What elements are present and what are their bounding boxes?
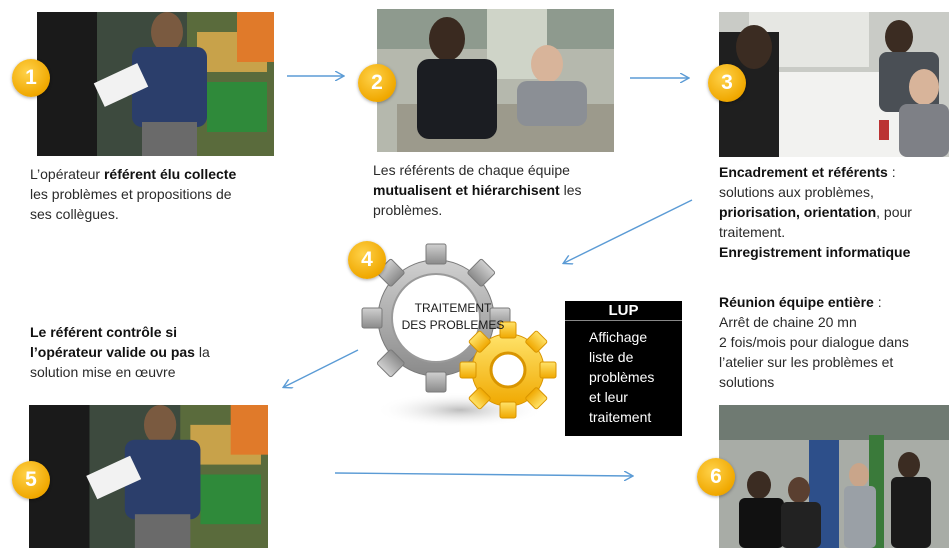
text-line: Les référents de chaque équipe bbox=[373, 160, 613, 180]
bold-text-run: mutualisent et hiérarchisent bbox=[373, 182, 560, 198]
lup-line: Affichage bbox=[589, 329, 648, 345]
step-5-badge: 5 bbox=[12, 461, 50, 499]
bold-text-run: priorisation, orientation bbox=[719, 204, 877, 220]
text-run: ses collègues. bbox=[30, 206, 119, 222]
text-line: les problèmes et propositions de bbox=[30, 184, 270, 204]
text-run: : bbox=[887, 164, 896, 180]
photo-step-6 bbox=[719, 405, 949, 548]
lup-title: LUP bbox=[565, 301, 682, 321]
text-run: DES PROBLEMES bbox=[401, 318, 505, 332]
gears-graphic bbox=[361, 243, 557, 428]
text-run: solutions aux problèmes, bbox=[719, 184, 874, 200]
text-line: solution mise en œuvre bbox=[30, 362, 280, 382]
text-run: : bbox=[873, 294, 882, 310]
bold-text-run: référent élu collecte bbox=[103, 166, 237, 182]
text-line: mutualisent et hiérarchisent les bbox=[373, 180, 613, 200]
step-3-text: Encadrement et référents : solutions aux … bbox=[719, 162, 947, 262]
lup-line: traitement bbox=[589, 409, 652, 425]
text-line: Enregistrement informatique bbox=[719, 242, 947, 262]
text-run: traitement. bbox=[719, 224, 786, 240]
gray-gear-icon bbox=[361, 243, 511, 393]
photo-step-5 bbox=[29, 405, 268, 548]
text-line: 2 fois/mois pour dialogue dans bbox=[719, 332, 947, 352]
text-line: traitement. bbox=[719, 222, 947, 242]
photo-step-2 bbox=[377, 9, 614, 152]
text-line: Encadrement et référents : bbox=[719, 162, 947, 182]
bold-text-run: l’opérateur valide ou pas bbox=[30, 344, 195, 360]
gear-label: TRAITEMENT DES PROBLEMES bbox=[386, 300, 520, 334]
arrow-5-to-6 bbox=[334, 473, 632, 476]
step-2-badge: 2 bbox=[358, 64, 396, 102]
text-line: DES PROBLEMES bbox=[386, 317, 520, 334]
text-run: la bbox=[194, 344, 210, 360]
text-line: Le référent contrôle si bbox=[30, 322, 280, 342]
photo-step-1 bbox=[37, 12, 274, 156]
text-line: l’atelier sur les problèmes et bbox=[719, 352, 947, 372]
bold-text-run: Réunion équipe entière bbox=[719, 294, 874, 310]
text-run: solutions bbox=[719, 374, 775, 390]
text-line: Réunion équipe entière : bbox=[719, 292, 947, 312]
text-line: L’opérateur référent élu collecte bbox=[30, 164, 270, 184]
lup-line: et leur bbox=[589, 389, 628, 405]
text-line: l’opérateur valide ou pas la bbox=[30, 342, 280, 362]
step-1-badge: 1 bbox=[12, 59, 50, 97]
text-run: Arrêt de chaine 20 mn bbox=[719, 314, 857, 330]
text-run: solution mise en œuvre bbox=[30, 364, 176, 380]
step-5-text: Le référent contrôle si l’opérateur valid… bbox=[30, 322, 280, 382]
text-line: problèmes. bbox=[373, 200, 613, 220]
text-line: Arrêt de chaine 20 mn bbox=[719, 312, 947, 332]
arrow-3-to-4 bbox=[564, 199, 693, 263]
bold-text-run: Enregistrement informatique bbox=[719, 244, 911, 260]
lup-body: Affichage liste de problèmes et leur tra… bbox=[565, 321, 682, 427]
lup-panel: LUP Affichage liste de problèmes et leur… bbox=[565, 301, 682, 436]
step-2-text: Les référents de chaque équipe mutualisen… bbox=[373, 160, 613, 220]
photo-step-3 bbox=[719, 12, 949, 157]
text-run: TRAITEMENT bbox=[414, 301, 492, 315]
text-line: ses collègues. bbox=[30, 204, 270, 224]
text-line: priorisation, orientation, pour bbox=[719, 202, 947, 222]
lup-line: problèmes bbox=[589, 369, 655, 385]
text-run: Les référents de chaque équipe bbox=[373, 162, 570, 178]
step-3-badge: 3 bbox=[708, 64, 746, 102]
bold-text-run: Le référent contrôle si bbox=[30, 324, 178, 340]
text-line: TRAITEMENT bbox=[386, 300, 520, 317]
step-1-text: L’opérateur référent élu collecte les pro… bbox=[30, 164, 270, 224]
text-line: solutions aux problèmes, bbox=[719, 182, 947, 202]
text-run: les problèmes et propositions de bbox=[30, 186, 232, 202]
text-run: les bbox=[559, 182, 582, 198]
text-line: solutions bbox=[719, 372, 947, 392]
step-4-badge: 4 bbox=[348, 241, 386, 279]
text-run: L’opérateur bbox=[30, 166, 104, 182]
text-run: problèmes. bbox=[373, 202, 443, 218]
yellow-gear-icon bbox=[459, 321, 557, 419]
bold-text-run: Encadrement et référents bbox=[719, 164, 888, 180]
text-run: 2 fois/mois pour dialogue dans bbox=[719, 334, 909, 350]
arrow-4-to-5 bbox=[284, 349, 359, 387]
text-run: , pour bbox=[876, 204, 912, 220]
step-6-badge: 6 bbox=[697, 458, 735, 496]
lup-line: liste de bbox=[589, 349, 634, 365]
text-run: l’atelier sur les problèmes et bbox=[719, 354, 894, 370]
step-6-text: Réunion équipe entière : Arrêt de chaine … bbox=[719, 292, 947, 392]
